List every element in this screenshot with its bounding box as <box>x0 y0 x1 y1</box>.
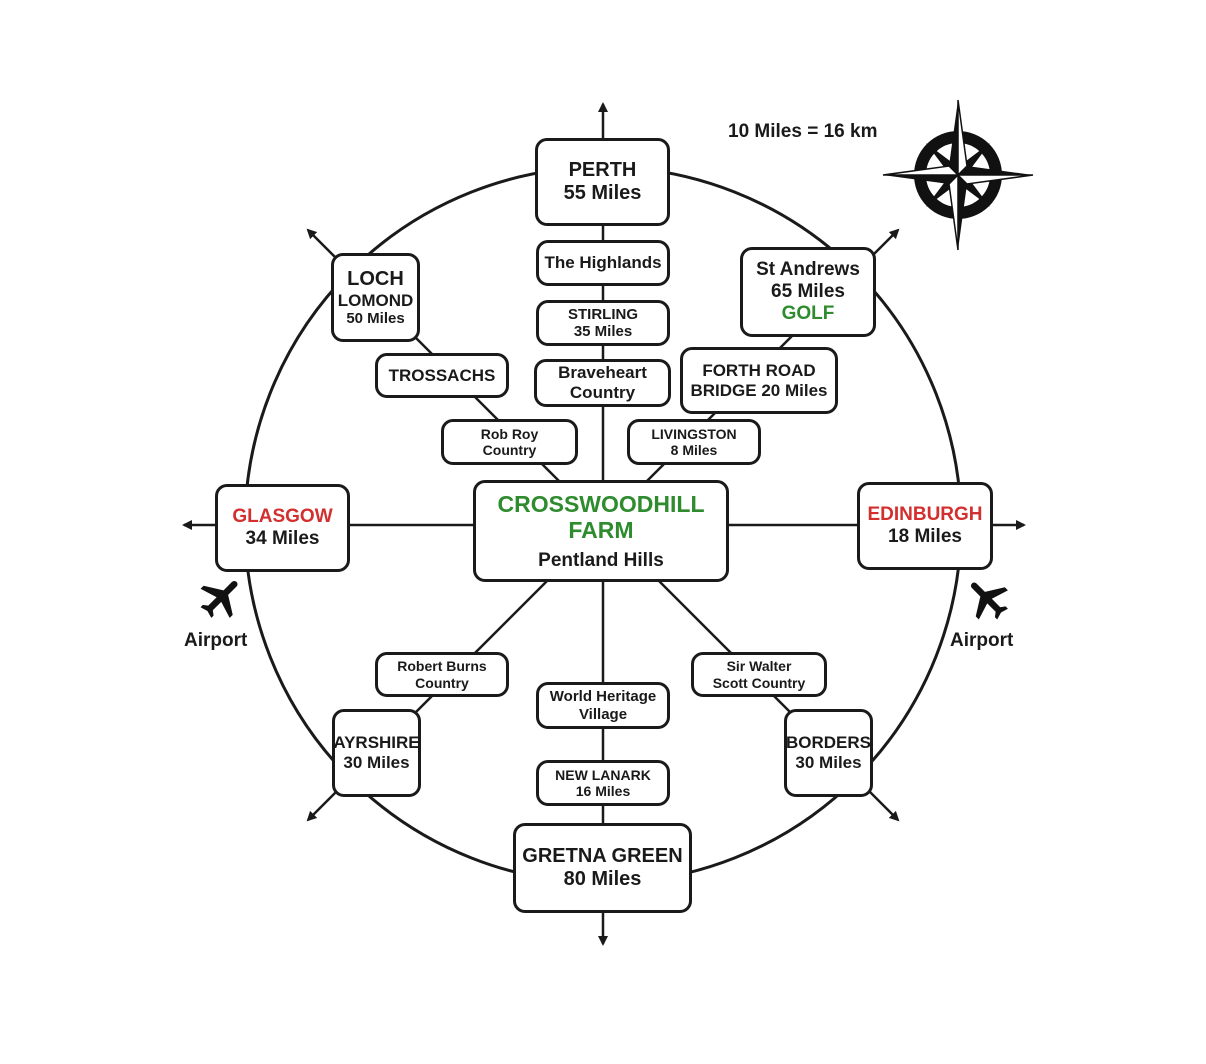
gretna-green-name: GRETNA GREEN <box>522 845 683 867</box>
world-heritage-box: World Heritage Village <box>536 682 670 729</box>
loch-lomond-line1: LOCH <box>347 267 404 290</box>
stirling-distance: 35 Miles <box>573 323 633 340</box>
braveheart-line2: Country <box>569 383 636 402</box>
farm-subtitle: Pentland Hills <box>538 549 664 571</box>
borders-name: BORDERS <box>786 733 872 753</box>
airport-right-label: Airport <box>950 630 1014 651</box>
robert-burns-box: Robert Burns Country <box>375 652 509 697</box>
gretna-green-distance: 80 Miles <box>563 868 642 890</box>
new-lanark-box: NEW LANARK 16 Miles <box>536 760 670 806</box>
perth-box: PERTH 55 Miles <box>535 138 670 226</box>
st-andrews-distance: 65 Miles <box>771 281 845 303</box>
rob-roy-line1: Rob Roy <box>480 425 539 442</box>
trossachs-name: TROSSACHS <box>388 365 496 385</box>
rob-roy-box: Rob Roy Country <box>441 419 578 465</box>
scale-label: 10 Miles = 16 km <box>728 121 878 142</box>
livingston-distance: 8 Miles <box>670 442 718 458</box>
forth-road-line2: BRIDGE 20 Miles <box>690 380 828 400</box>
st-andrews-box: St Andrews 65 Miles GOLF <box>740 247 876 337</box>
robert-burns-line2: Country <box>415 674 469 691</box>
edinburgh-name: EDINBURGH <box>867 504 983 526</box>
borders-box: BORDERS 30 Miles <box>784 709 873 797</box>
ayrshire-distance: 30 Miles <box>343 753 410 772</box>
ayrshire-name: AYRSHIRE <box>333 733 420 753</box>
ayrshire-box: AYRSHIRE 30 Miles <box>332 709 421 797</box>
glasgow-box: GLASGOW 34 Miles <box>215 484 350 572</box>
sir-walter-line1: Sir Walter <box>726 658 792 675</box>
farm-name-line1: CROSSWOODHILL <box>497 490 705 517</box>
borders-distance: 30 Miles <box>795 753 862 772</box>
center-farm-box: CROSSWOODHILL FARM Pentland Hills <box>473 480 729 582</box>
st-andrews-golf: GOLF <box>781 302 835 324</box>
trossachs-box: TROSSACHS <box>375 353 509 398</box>
loch-lomond-distance: 50 Miles <box>346 310 405 328</box>
airplane-icon <box>200 580 238 618</box>
robert-burns-line1: Robert Burns <box>397 658 487 675</box>
sir-walter-box: Sir Walter Scott Country <box>691 652 827 697</box>
stirling-box: STIRLING 35 Miles <box>536 300 670 346</box>
loch-lomond-line2: LOMOND <box>337 290 414 310</box>
farm-name-line2: FARM <box>568 517 634 544</box>
edinburgh-distance: 18 Miles <box>888 526 962 547</box>
airplane-icon <box>970 582 1008 620</box>
braveheart-box: Braveheart Country <box>534 359 671 407</box>
forth-road-line1: FORTH ROAD <box>702 360 816 380</box>
new-lanark-name: NEW LANARK <box>555 766 651 783</box>
glasgow-distance: 34 Miles <box>245 528 320 549</box>
edinburgh-box: EDINBURGH 18 Miles <box>857 482 993 570</box>
perth-distance: 55 Miles <box>563 182 642 204</box>
loch-lomond-box: LOCH LOMOND 50 Miles <box>331 253 420 342</box>
st-andrews-name: St Andrews <box>756 259 860 281</box>
braveheart-line1: Braveheart <box>558 363 647 383</box>
perth-name: PERTH <box>568 159 637 181</box>
livingston-box: LIVINGSTON 8 Miles <box>627 419 761 465</box>
livingston-name: LIVINGSTON <box>651 425 737 442</box>
highlands-name: The Highlands <box>544 253 662 273</box>
highlands-box: The Highlands <box>536 240 670 286</box>
sir-walter-line2: Scott Country <box>712 674 806 691</box>
glasgow-name: GLASGOW <box>232 506 333 528</box>
compass-rose-icon <box>882 99 1034 251</box>
gretna-green-box: GRETNA GREEN 80 Miles <box>513 823 692 913</box>
airport-left-label: Airport <box>184 630 248 651</box>
world-heritage-line1: World Heritage <box>549 688 657 706</box>
world-heritage-line2: Village <box>578 705 628 723</box>
rob-roy-line2: Country <box>482 442 537 458</box>
stirling-name: STIRLING <box>568 305 638 323</box>
forth-road-box: FORTH ROAD BRIDGE 20 Miles <box>680 347 838 414</box>
new-lanark-distance: 16 Miles <box>575 783 631 799</box>
